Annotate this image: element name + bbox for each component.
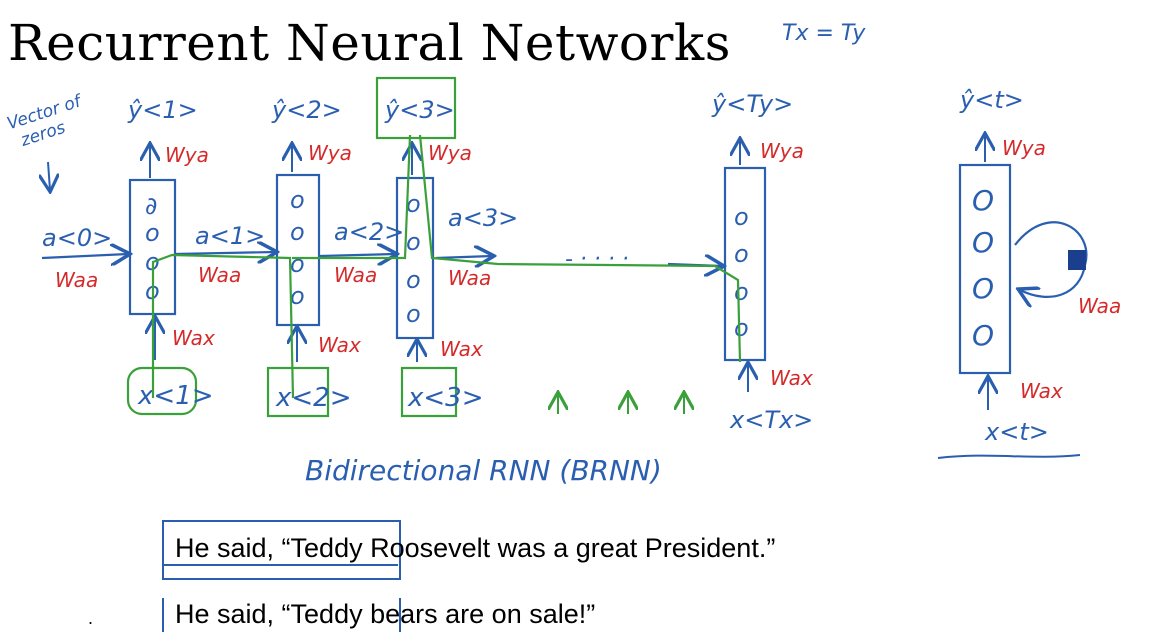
sentence-2-rest: bears are on sale!” [370,599,596,629]
node: o [734,314,749,342]
rnn-cell-2: o o o o [275,173,321,327]
node: O [972,226,994,259]
yhat-1-label: ŷ<1> [127,96,198,124]
node: o [734,203,749,231]
sentence-1: He said, “Teddy Roosevelt was a great Pr… [175,533,775,564]
wya-label-2: Wya [308,141,352,165]
a0-label: a<0> [42,224,112,252]
yhat-ty-label: ŷ<Ty> [711,90,793,118]
node: o [734,240,749,268]
wya-label-ty: Wya [760,139,804,163]
sentence-1-rest: Roosevelt was a great President.” [370,533,776,563]
x2-box [266,366,330,418]
yhat-3-label: ŷ<3> [384,96,455,124]
sentence-1-prefix: He said, “Teddy [175,533,363,563]
xt-label: x<t> [984,418,1049,446]
waa-label-t: Waa [1078,294,1121,318]
waa-label-2: Waa [334,263,377,287]
zeros-arrow [48,161,50,190]
yhat-3-box [375,76,457,140]
sentence-2-prefix: He said, “Teddy [175,599,363,629]
wax-label-2: Wax [318,333,361,357]
node: O [972,184,994,217]
node: o [406,300,421,328]
rnn-cell-ty: o o o o [723,166,767,362]
bullet-dot: . [88,608,94,628]
node: o [290,282,305,310]
x2-label: x<2> [275,383,352,413]
a1-arrow [175,252,275,254]
node: o [145,219,160,247]
yhat-t-label: ŷ<t> [959,86,1024,114]
wax-label-1: Wax [172,326,215,350]
node: o [406,190,421,218]
node: O [972,272,994,305]
a0-arrow [41,254,128,258]
yhat-2-label: ŷ<2> [271,96,342,124]
x1-label: x<1> [137,381,214,411]
wya-label-3: Wya [428,141,472,165]
a1-label: a<1> [195,222,265,250]
wax-label-3: Wax [440,337,483,361]
node: o [406,228,421,256]
forward-path-highlight [151,134,742,399]
underline [937,454,1081,459]
sentence-1-box [162,520,401,580]
page-title: Recurrent Neural Networks [8,14,731,72]
waa-label-3: Waa [448,266,491,290]
a3-arrow [435,256,492,258]
wax-label-ty: Wax [770,366,813,390]
rolled-rnn-cell: O O O O [958,163,1012,375]
x1-box [126,366,198,416]
ellipsis: - · · · · [565,247,629,272]
node: ∂ [145,192,157,220]
xtx-label: x<Tx> [729,406,813,434]
node: o [406,266,421,294]
vector-of-zeros-note: Vector of zeros [5,91,87,151]
a2-label: a<2> [334,218,404,246]
node: o [290,218,305,246]
waa-label-1: Waa [198,263,241,287]
waa-label-0: Waa [55,268,98,292]
wya-label-t: Wya [1002,136,1046,160]
x3-box [400,366,458,418]
node: o [734,278,749,306]
wax-label-t: Wax [1020,379,1063,403]
wya-label-1: Wya [165,143,209,167]
node: O [972,319,994,352]
sentence-2: He said, “Teddy bears are on sale!” [175,599,595,630]
x3-label: x<3> [407,383,484,413]
delay-block [1068,250,1086,270]
brnn-caption: Bidirectional RNN (BRNN) [305,454,662,487]
a3-label: a<3> [448,204,518,232]
tx-equals-ty-note: Tx = Ty [782,21,866,46]
node: o [290,186,305,214]
node: o [290,250,305,278]
a2-arrow [319,254,395,256]
